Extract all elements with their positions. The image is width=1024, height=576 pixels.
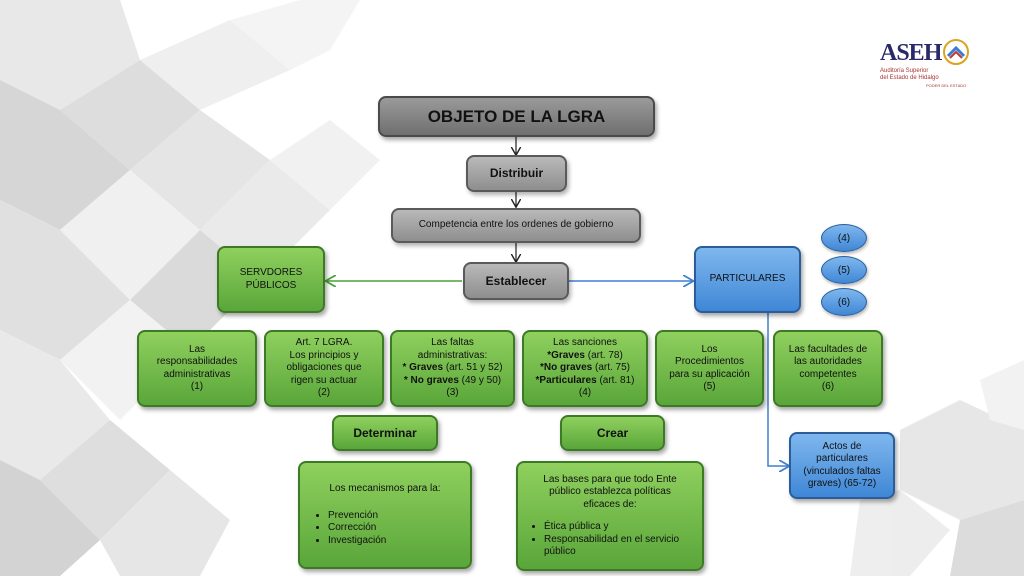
b5-line3: para su aplicación xyxy=(669,368,750,380)
b4-graves-art: (art. 78) xyxy=(585,349,623,361)
b3-nograves-art: (49 y 50) xyxy=(458,374,502,386)
determinar-text: Determinar xyxy=(353,425,417,440)
establecer-box: Establecer xyxy=(463,262,569,300)
b2-line3: obligaciones que xyxy=(286,362,362,374)
b4-nograves: *No graves xyxy=(539,362,593,374)
b5-line1: Los xyxy=(701,343,718,355)
actos-line3: (vinculados faltas xyxy=(803,465,881,477)
crear-box: Crear xyxy=(560,415,665,451)
bases-item: Responsabilidad en el servicio público xyxy=(544,534,692,559)
b4-line2: *Graves (art. 78) xyxy=(547,350,623,363)
oval-5-text: (5) xyxy=(837,264,851,276)
facultades-box: Las facultades de las autoridades compet… xyxy=(773,330,883,407)
servidores-text: SERVDORES PÚBLICOS xyxy=(239,267,303,291)
b1-line1: Las xyxy=(188,343,206,355)
bases-intro-3: eficaces de: xyxy=(583,498,637,510)
bases-list: Ética pública y Responsabilidad en el se… xyxy=(528,521,692,559)
b6-line3: competentes xyxy=(799,368,857,380)
b3-line4: * No graves (49 y 50) xyxy=(404,375,501,388)
crear-text: Crear xyxy=(596,425,629,440)
oval-6-text: (6) xyxy=(837,296,851,308)
bases-intro-2: público establezca políticas xyxy=(549,486,671,497)
b6-line2: las autoridades xyxy=(794,356,862,367)
actos-line2: particulares xyxy=(816,453,868,464)
competencia-text: Competencia entre los ordenes de gobiern… xyxy=(418,219,614,231)
b4-line1: Las sanciones xyxy=(553,337,617,349)
servidores-box: SERVDORES PÚBLICOS xyxy=(217,246,325,313)
b4-nograves-art: (art. 75) xyxy=(592,362,631,374)
b4-line5: (4) xyxy=(578,387,592,399)
b3-line2: administrativas: xyxy=(417,349,488,361)
b5-line4: (5) xyxy=(703,381,716,392)
b3-graves-art: (art. 51 y 52) xyxy=(443,362,503,374)
b2-line1: Art. 7 LGRA. xyxy=(295,337,353,349)
b1-line3: administrativas xyxy=(163,368,231,380)
b2-line2: Los principios y xyxy=(289,349,359,361)
b4-line4: *Particulares (art. 81) xyxy=(536,375,635,388)
mecanismos-item: Prevención xyxy=(328,510,458,523)
b1-line4: (1) xyxy=(190,381,204,392)
mecanismos-item: Corrección xyxy=(328,522,458,535)
oval-6: (6) xyxy=(821,288,867,316)
logo-text: ASEH xyxy=(880,40,942,66)
actos-line1: Actos de xyxy=(822,440,862,452)
b3-line5: (3) xyxy=(446,387,459,399)
particulares-text: PARTICULARES xyxy=(709,273,786,285)
distribuir-text: Distribuir xyxy=(489,166,544,180)
oval-4: (4) xyxy=(821,224,867,252)
b6-line4: (6) xyxy=(821,381,835,392)
bases-intro-1: Las bases para que todo Ente xyxy=(543,473,677,485)
sanciones-box: Las sanciones *Graves (art. 78) *No grav… xyxy=(522,330,648,407)
b3-line3: * Graves (art. 51 y 52) xyxy=(402,362,502,375)
b4-graves: *Graves xyxy=(547,349,585,361)
logo-line2: del Estado de Hidalgo xyxy=(880,75,939,81)
b4-particulares-art: (art. 81) xyxy=(596,374,635,386)
b6-line1: Las facultades de xyxy=(788,343,868,355)
responsabilidades-box: Las responsabilidades administrativas (1… xyxy=(137,330,257,407)
establecer-text: Establecer xyxy=(485,273,547,288)
title-box: OBJETO DE LA LGRA xyxy=(378,96,655,137)
b3-graves: * Graves xyxy=(402,362,444,374)
mecanismos-intro: Los mecanismos para la: xyxy=(329,483,441,494)
b3-nograves: * No graves xyxy=(403,374,459,386)
b4-particulares: *Particulares xyxy=(535,374,597,386)
logo-line3: PODER DEL ESTADO xyxy=(926,83,967,88)
b5-line2: Procedimientos xyxy=(675,356,744,367)
book-icon xyxy=(943,39,969,65)
b4-line3: *No graves (art. 75) xyxy=(540,362,630,375)
competencia-box: Competencia entre los ordenes de gobiern… xyxy=(391,208,641,243)
b3-line1: Las faltas xyxy=(431,337,474,349)
b1-line2: responsabilidades xyxy=(156,356,238,367)
oval-5: (5) xyxy=(821,256,867,284)
oval-4-text: (4) xyxy=(837,232,851,244)
logo-line1: Auditoría Superior xyxy=(880,68,929,74)
actos-box: Actos de particulares (vinculados faltas… xyxy=(789,432,895,499)
b2-line5: (2) xyxy=(317,387,331,399)
mecanismos-list: Prevención Corrección Investigación xyxy=(312,510,458,548)
determinar-box: Determinar xyxy=(332,415,438,451)
particulares-box: PARTICULARES xyxy=(694,246,801,313)
mecanismos-item: Investigación xyxy=(328,535,458,548)
distribuir-box: Distribuir xyxy=(466,155,567,192)
bases-box: Las bases para que todo Ente público est… xyxy=(516,461,704,571)
actos-line4: graves) (65-72) xyxy=(807,478,877,489)
procedimientos-box: Los Procedimientos para su aplicación (5… xyxy=(655,330,764,407)
b2-line4: rigen su actuar xyxy=(290,374,358,386)
aseh-logo: ASEH Auditoría Superior del Estado de Hi… xyxy=(880,38,970,88)
bases-item: Ética pública y xyxy=(544,521,692,534)
faltas-box: Las faltas administrativas: * Graves (ar… xyxy=(390,330,515,407)
principios-box: Art. 7 LGRA. Los principios y obligacion… xyxy=(264,330,384,407)
title-text: OBJETO DE LA LGRA xyxy=(427,106,606,126)
mecanismos-box: Los mecanismos para la: Prevención Corre… xyxy=(298,461,472,569)
